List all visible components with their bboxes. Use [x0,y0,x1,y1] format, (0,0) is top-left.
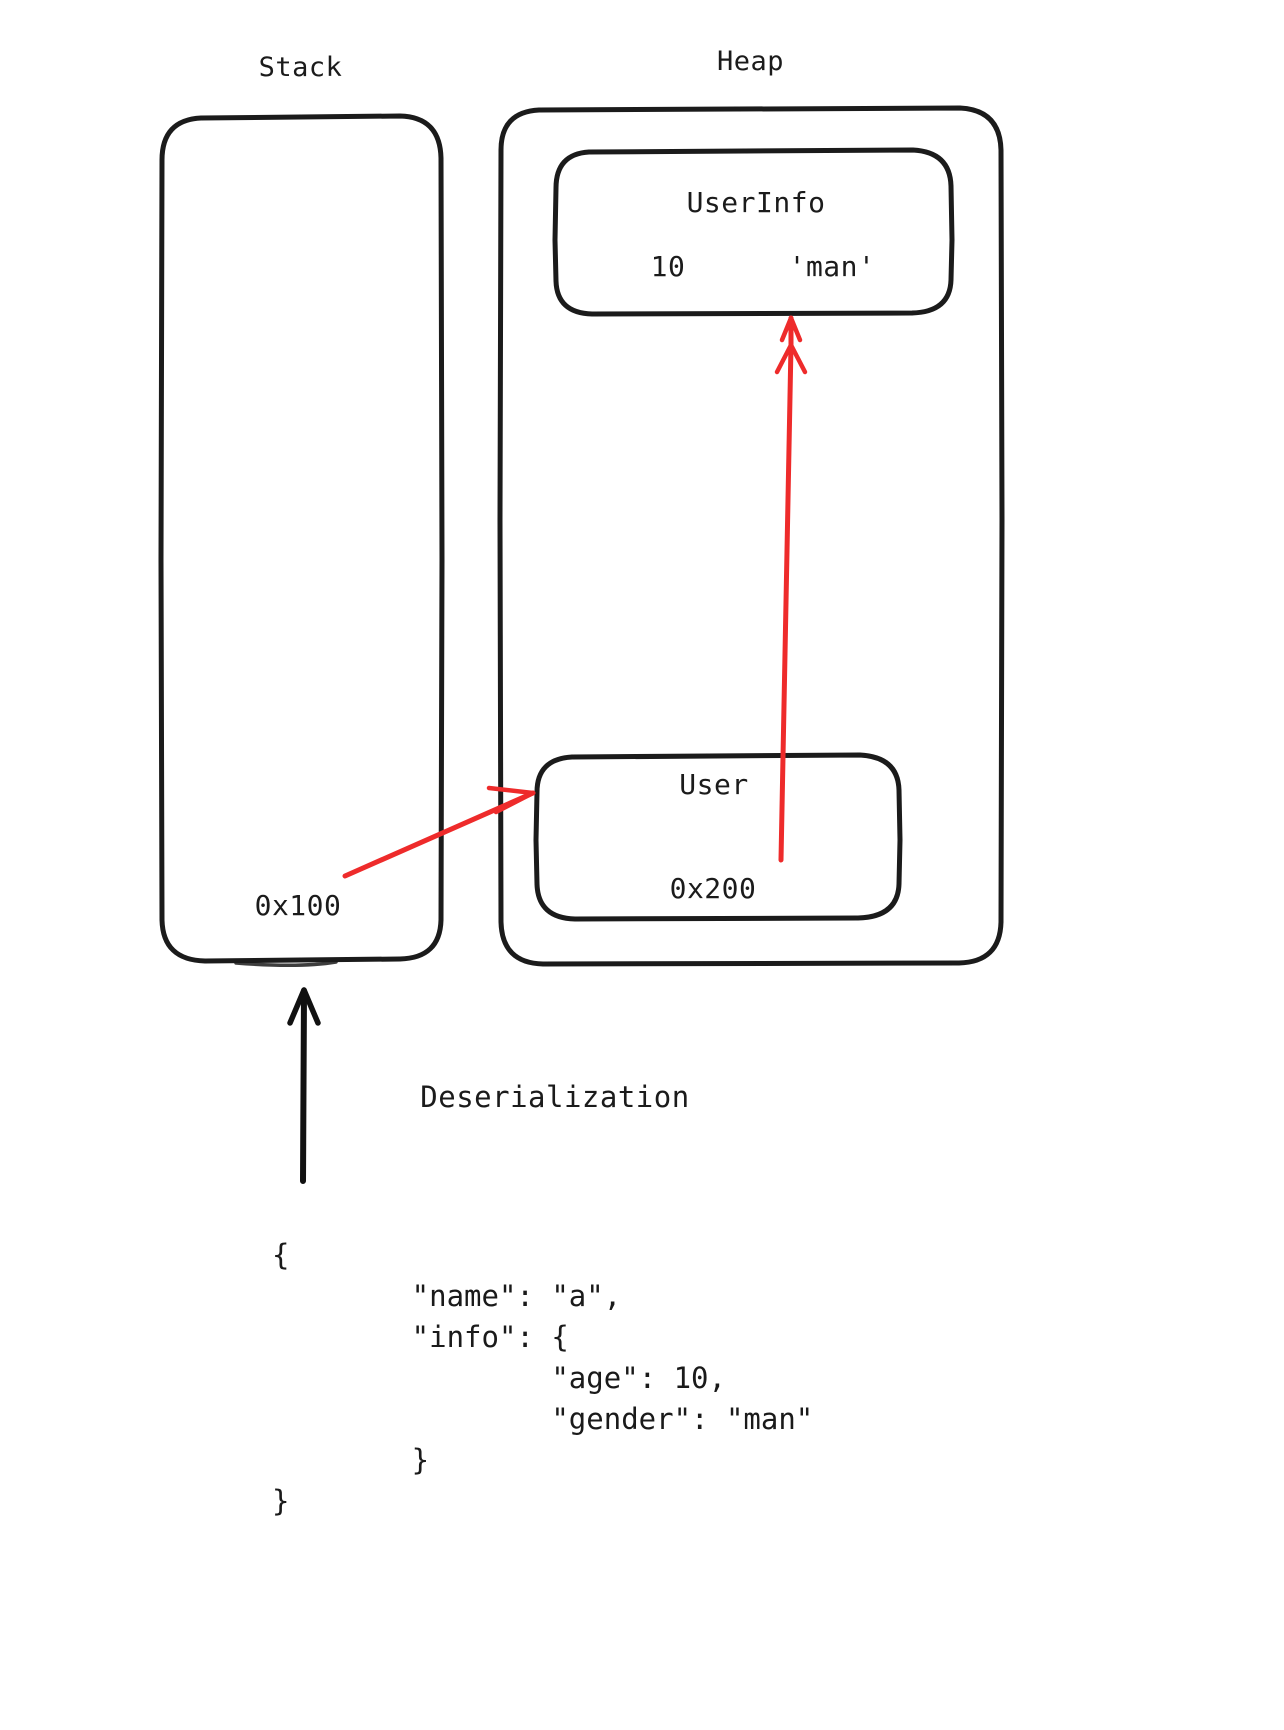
user-box [533,752,903,922]
code-line: "name": "a", [272,1279,622,1313]
userinfo-title: UserInfo [686,186,826,219]
stack-box [158,113,445,964]
code-line: "info": { [272,1320,569,1354]
user-field-pointer: 0x200 [669,872,757,905]
code-line: "age": 10, [272,1361,726,1395]
heap-box [497,105,1005,967]
user-title: User [679,768,749,801]
userinfo-field-gender: 'man' [788,250,876,283]
heap-region-title: Heap [716,46,785,77]
userinfo-field-age: 10 [650,250,686,283]
code-line: } [272,1484,290,1518]
deserialization-caption: Deserialization [420,1080,690,1114]
code-line: } [272,1443,430,1477]
userinfo-box [552,147,955,317]
arrow-stack-to-user [342,785,536,879]
code-line: "gender": "man" [272,1402,814,1436]
json-code-block: { "name": "a", "info": { "age": 10, "gen… [272,1235,1072,1522]
arrow-user-to-userinfo [774,315,808,863]
stack-region-title: Stack [258,52,343,83]
code-line: { [272,1238,290,1272]
stack-box-sketch-accent [234,960,338,968]
arrow-json-to-stack [287,987,321,1184]
stack-pointer-value: 0x100 [254,889,342,922]
